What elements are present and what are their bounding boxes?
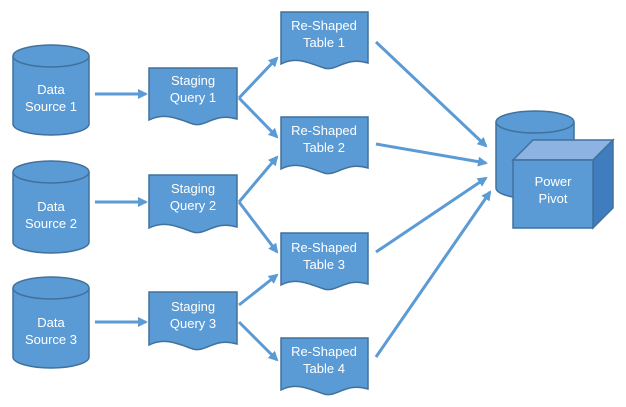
data-source-1: Data Source 1 — [12, 44, 90, 136]
arrow-table3-to-pivot — [375, 176, 488, 254]
arrow-staging3-to-table4 — [237, 320, 279, 362]
arrow-staging2-to-table3 — [237, 201, 279, 254]
source-label-line2: Source 2 — [25, 216, 77, 231]
cylinder-top — [12, 276, 90, 300]
document-shape — [148, 67, 238, 126]
power-pivot: Power Pivot — [495, 110, 615, 230]
pivot-cylinder-top — [495, 110, 575, 134]
cylinder-top — [12, 160, 90, 184]
arrow-staging3-to-table3 — [238, 273, 279, 307]
document-shape — [280, 11, 369, 70]
staging-query-3: Staging Query 3 — [148, 291, 238, 351]
source-label-line1: Data — [37, 199, 65, 214]
table-label-line2: Table 1 — [303, 35, 345, 50]
staging-label-line1: Staging — [171, 299, 215, 314]
staging-label-line2: Query 1 — [170, 90, 216, 105]
reshaped-table-1: Re-Shaped Table 1 — [280, 11, 369, 70]
table-label-line1: Re-Shaped — [291, 240, 357, 255]
table-label-line2: Table 2 — [303, 140, 345, 155]
data-source-2: Data Source 2 — [12, 160, 90, 254]
source-label-line2: Source 3 — [25, 332, 77, 347]
cylinder-shape — [12, 172, 90, 254]
arrow-table4-to-pivot — [374, 190, 492, 358]
data-source-3: Data Source 3 — [12, 276, 90, 369]
pivot-label-line1: Power — [535, 174, 573, 189]
staging-label-line1: Staging — [171, 181, 215, 196]
staging-query-2: Staging Query 2 — [148, 174, 238, 234]
connectors — [95, 40, 492, 362]
arrow-staging2-to-table2 — [237, 155, 279, 203]
reshaped-table-3: Re-Shaped Table 3 — [280, 232, 369, 291]
document-shape — [148, 174, 238, 234]
cylinder-top — [12, 44, 90, 68]
staging-label-line2: Query 3 — [170, 316, 216, 331]
source-label-line1: Data — [37, 82, 65, 97]
table-label-line2: Table 3 — [303, 257, 345, 272]
cylinder-shape — [12, 56, 90, 136]
table-label-line1: Re-Shaped — [291, 123, 357, 138]
arrow-staging1-to-table2 — [237, 96, 279, 139]
arrow-table2-to-pivot — [375, 142, 488, 167]
document-shape — [280, 232, 369, 291]
arrow-staging1-to-table1 — [237, 56, 279, 100]
reshaped-table-4: Re-Shaped Table 4 — [280, 337, 369, 396]
document-shape — [148, 291, 238, 351]
document-shape — [280, 337, 369, 396]
arrow-table1-to-pivot — [374, 40, 488, 148]
source-label-line2: Source 1 — [25, 99, 77, 114]
table-label-line1: Re-Shaped — [291, 344, 357, 359]
pivot-label-line2: Pivot — [539, 191, 568, 206]
reshaped-table-2: Re-Shaped Table 2 — [280, 116, 369, 175]
staging-label-line1: Staging — [171, 73, 215, 88]
table-label-line1: Re-Shaped — [291, 18, 357, 33]
table-label-line2: Table 4 — [303, 361, 345, 376]
staging-label-line2: Query 2 — [170, 198, 216, 213]
staging-query-1: Staging Query 1 — [148, 67, 238, 126]
source-label-line1: Data — [37, 315, 65, 330]
cube-front — [512, 159, 594, 229]
document-shape — [280, 116, 369, 175]
cylinder-shape — [12, 288, 90, 369]
